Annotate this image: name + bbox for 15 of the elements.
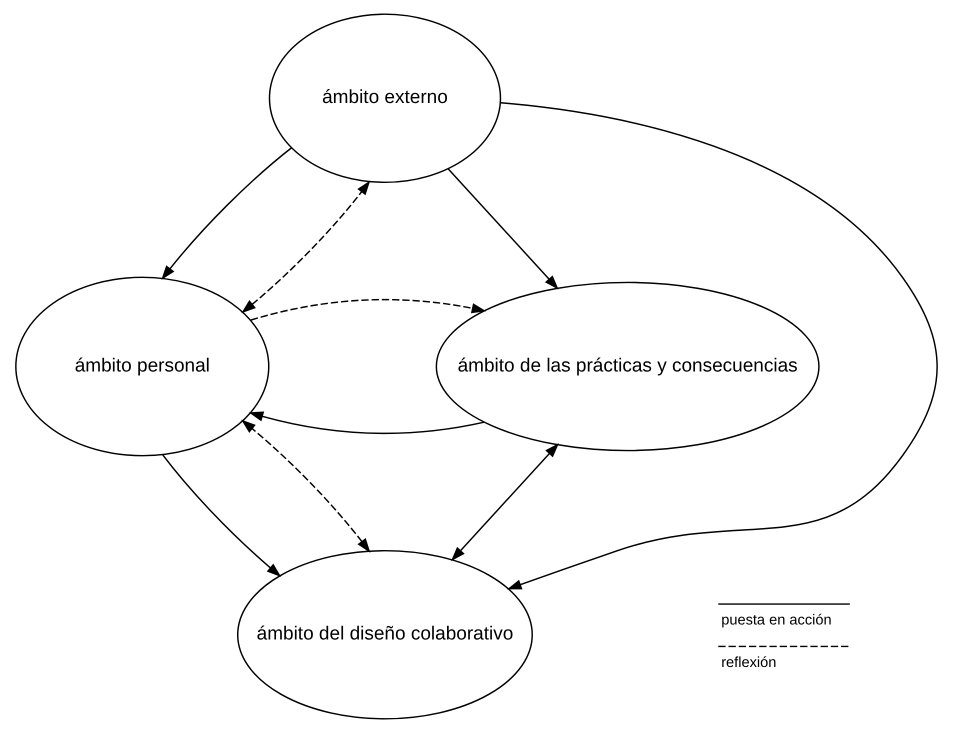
arrow: [241, 420, 370, 553]
arrow: [241, 180, 370, 314]
arrow: [250, 298, 486, 321]
node-ellipse: ámbito personal: [15, 276, 270, 456]
arrow: [451, 443, 559, 562]
arrow: [248, 412, 484, 434]
arrow: [161, 147, 292, 280]
arrow: [448, 168, 559, 290]
node-ellipse: ámbito de las prácticas y consecuencias: [436, 282, 820, 452]
node-ellipse: ámbito del diseño colaborativo: [236, 550, 533, 720]
arrow: [162, 454, 282, 577]
legend-label: reflexión: [721, 654, 776, 671]
arrow: [500, 102, 938, 590]
node-ellipse: ámbito externo: [268, 13, 502, 184]
legend-label: puesta en acción: [721, 612, 832, 629]
